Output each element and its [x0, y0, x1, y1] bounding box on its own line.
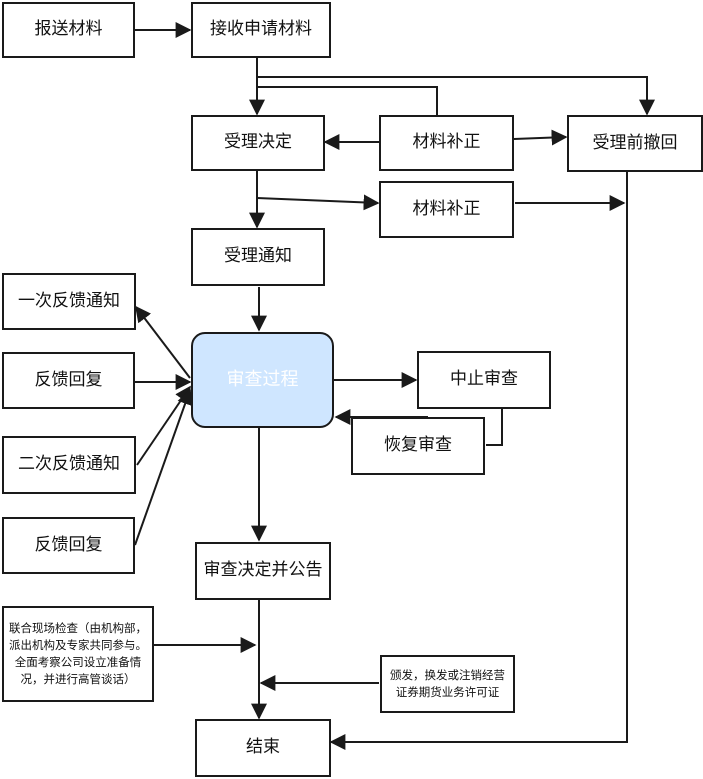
node-withdraw: 受理前撤回	[567, 115, 703, 172]
node-site-inspection: 联合现场检查（由机构部，派出机构及专家共同参与。全面考察公司设立准备情况，并进行…	[2, 606, 154, 702]
arrow-feedback-reply-2-to-review	[134, 388, 193, 546]
node-accept-decision-label: 受理决定	[224, 132, 292, 153]
node-feedback-reply-1: 反馈回复	[2, 352, 135, 409]
node-feedback-reply-2-label: 反馈回复	[34, 534, 103, 555]
node-end-label: 结束	[246, 737, 280, 758]
node-feedback-reply-2: 反馈回复	[2, 517, 135, 574]
node-license: 颁发，换发或注销经营证券期货业务许可证	[380, 655, 515, 713]
arrow-accept-decision-to-supplement-2	[256, 194, 380, 211]
node-supplement-2-label: 材料补正	[412, 198, 481, 219]
node-submit-materials-label: 报送材料	[34, 19, 103, 40]
arrow-review-to-feedback-notice-1	[135, 305, 191, 379]
node-decision-publish: 审查决定并公告	[195, 542, 331, 600]
node-accept-notice-label: 受理通知	[224, 246, 292, 267]
node-feedback-reply-1-label: 反馈回复	[34, 369, 103, 390]
node-receive-application: 接收申请材料	[191, 2, 331, 58]
arrow-supplement-1-to-withdraw	[513, 129, 568, 146]
node-feedback-notice-1: 一次反馈通知	[2, 273, 136, 330]
node-suspend-review: 中止审查	[417, 351, 551, 409]
node-supplement-1-label: 材料补正	[412, 132, 481, 153]
node-suspend-review-label: 中止审查	[450, 369, 518, 390]
node-receive-application-label: 接收申请材料	[210, 19, 312, 40]
arrow-receive-to-withdraw	[257, 76, 655, 116]
node-review-process-label: 审查过程	[226, 368, 299, 390]
node-decision-publish-label: 审查决定并公告	[203, 560, 323, 581]
node-accept-notice: 受理通知	[191, 228, 325, 286]
node-feedback-notice-2-label: 二次反馈通知	[18, 454, 120, 475]
node-resume-review: 恢复审查	[351, 417, 485, 475]
node-feedback-notice-2: 二次反馈通知	[2, 436, 136, 494]
node-review-process: 审查过程	[191, 332, 334, 428]
node-site-inspection-label: 联合现场检查（由机构部，派出机构及专家共同参与。全面考察公司设立准备情况，并进行…	[9, 620, 147, 687]
arrow-withdraw-to-end	[329, 172, 628, 750]
node-feedback-notice-1-label: 一次反馈通知	[18, 290, 120, 311]
node-license-label: 颁发，换发或注销经营证券期货业务许可证	[390, 667, 505, 699]
node-end: 结束	[195, 719, 331, 777]
node-supplement-1: 材料补正	[379, 115, 514, 171]
line-suspend-to-resume	[486, 409, 503, 446]
arrow-feedback-notice-2-to-review	[136, 385, 191, 466]
node-accept-decision: 受理决定	[191, 115, 325, 171]
node-withdraw-label: 受理前撤回	[592, 132, 678, 153]
node-supplement-2: 材料补正	[379, 181, 514, 238]
node-submit-materials: 报送材料	[2, 2, 135, 58]
line-supplement-1-up	[257, 86, 438, 116]
node-resume-review-label: 恢复审查	[384, 435, 452, 456]
